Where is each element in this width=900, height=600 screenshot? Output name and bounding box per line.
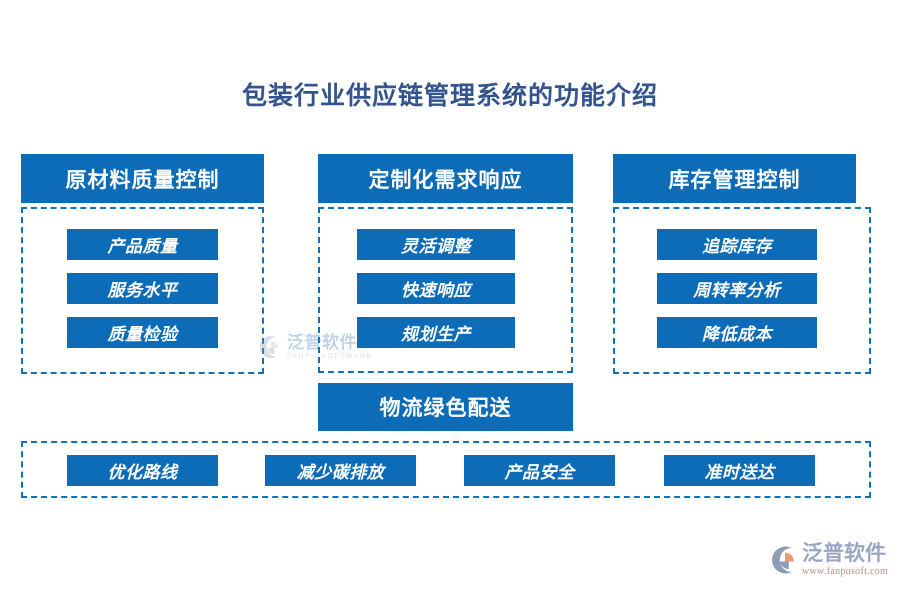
column-header-inventory-management: 库存管理控制 xyxy=(613,154,856,203)
column-header-custom-demand-response: 定制化需求响应 xyxy=(318,154,573,203)
feature-chip-product-safety[interactable]: 产品安全 xyxy=(464,455,615,486)
feature-chip-turnover-analysis[interactable]: 周转率分析 xyxy=(657,273,817,304)
page-title: 包装行业供应链管理系统的功能介绍 xyxy=(241,82,658,110)
feature-chip-inventory-tracking[interactable]: 追踪库存 xyxy=(657,229,817,260)
column-container-raw-material-quality xyxy=(21,207,264,374)
feature-chip-service-level[interactable]: 服务水平 xyxy=(67,273,218,304)
column-header-raw-material-quality: 原材料质量控制 xyxy=(21,154,264,203)
feature-chip-cost-reduction[interactable]: 降低成本 xyxy=(657,317,817,348)
brand-logo-text: 泛普软件 www.fanpusoft.com xyxy=(802,543,888,577)
brand-name-cn: 泛普软件 xyxy=(802,542,886,565)
section-container-green-logistics xyxy=(21,441,871,498)
column-container-inventory-management xyxy=(613,207,871,374)
feature-chip-carbon-reduction[interactable]: 减少碳排放 xyxy=(265,455,416,486)
column-container-custom-demand-response xyxy=(318,207,573,373)
feature-chip-on-time-delivery[interactable]: 准时送达 xyxy=(664,455,815,486)
section-header-green-logistics: 物流绿色配送 xyxy=(318,383,573,431)
feature-chip-production-planning[interactable]: 规划生产 xyxy=(357,317,515,348)
feature-chip-rapid-response[interactable]: 快速响应 xyxy=(357,273,515,304)
fanpu-logo-icon xyxy=(770,545,800,575)
feature-chip-quality-inspection[interactable]: 质量检验 xyxy=(67,317,218,348)
feature-chip-route-optimization[interactable]: 优化路线 xyxy=(67,455,218,486)
feature-chip-flexible-adjustment[interactable]: 灵活调整 xyxy=(357,229,515,260)
brand-website: www.fanpusoft.com xyxy=(802,566,889,577)
brand-logo: 泛普软件 www.fanpusoft.com xyxy=(770,537,892,583)
feature-chip-product-quality[interactable]: 产品质量 xyxy=(67,229,218,260)
